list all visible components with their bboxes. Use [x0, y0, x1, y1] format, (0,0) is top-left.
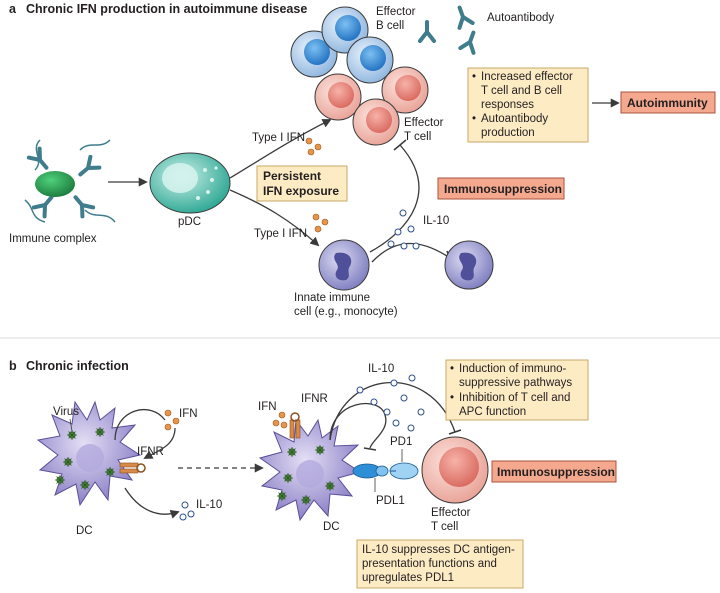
ifnr-left-label: IFNR [137, 446, 164, 458]
autoimmunity-label: Autoimmunity [627, 96, 708, 110]
effector-b-cells-icon [290, 6, 394, 84]
il10-inhibit-monocyte-line [371, 242, 451, 263]
autoimmunity-box: Autoimmunity [620, 91, 716, 114]
panel-a-letter: a [9, 2, 17, 16]
immunosuppression-label-a: Immunosuppression [444, 182, 562, 196]
monocyte-icon [318, 239, 370, 291]
arrow-pdc-to-effector [229, 119, 332, 179]
bullet-a2-line2: production [481, 127, 535, 139]
type1-ifn-upper-label: Type I IFN [252, 132, 305, 144]
suppressed-monocyte-icon [444, 240, 494, 290]
dc-left-label: DC [76, 525, 93, 537]
effector-b-line2: B cell [376, 20, 404, 32]
il10-dots-left [179, 501, 195, 521]
il10-left-label: IL-10 [196, 499, 222, 511]
bullet-a1-line2: T cell and B cell [481, 85, 562, 97]
persistent-ifn-line2: IFN exposure [263, 184, 339, 198]
dc-right-icon [258, 418, 362, 522]
il10-loop-to-dc-bar [363, 447, 377, 451]
pdc-cell-icon [149, 152, 231, 214]
note-line3: upregulates PDL1 [362, 572, 454, 584]
innate-line1: Innate immune [294, 292, 370, 304]
il10-inhibit-t-cell-line [369, 144, 420, 253]
innate-line2: cell (e.g., monocyte) [294, 306, 398, 318]
il10-label-a: IL-10 [423, 215, 449, 227]
effector-t-cell-b-icon [421, 436, 489, 504]
pdl1-label: PDL1 [376, 495, 405, 507]
ifn-right-label: IFN [258, 401, 277, 413]
note-line1: IL-10 suppresses DC antigen- [362, 544, 515, 556]
panel-a-outcomes-box: • Increased effector T cell and B cell r… [467, 67, 589, 143]
effector-t-b-line1: Effector [431, 507, 471, 519]
panel-b-note-box: IL-10 suppresses DC antigen- presentatio… [356, 539, 524, 589]
ifn-dots-right [272, 411, 288, 429]
bullet-b2-mark: • [450, 392, 454, 404]
type1-ifn-lower-label: Type I IFN [254, 228, 307, 240]
bullet-b1-mark: • [450, 363, 454, 375]
panel-a-title: Chronic IFN production in autoimmune dis… [26, 2, 307, 16]
bullet-a1-mark: • [472, 71, 476, 83]
immune-complex-icon [24, 139, 116, 223]
ifn-feedback-return-left [143, 427, 176, 459]
il10-arrow-left [124, 487, 180, 519]
effector-b-line1: Effector [376, 6, 416, 18]
il10-dots-right [356, 374, 425, 432]
dc-left-icon [36, 400, 142, 507]
il10-loop-to-t-cell [329, 382, 456, 441]
ifnr-right-icon [289, 412, 301, 439]
bullet-b1-line2: suppressive pathways [459, 377, 572, 389]
bullet-a2-line1: Autoantibody [481, 113, 548, 125]
ifn-left-label: IFN [179, 408, 198, 420]
panel-b-title: Chronic infection [26, 359, 129, 373]
arrow-pdc-to-innate [229, 189, 320, 247]
ifn-dots-upper [305, 137, 322, 156]
pd1-label: PD1 [390, 436, 412, 448]
il10-loop-to-t-cell-bar [448, 429, 462, 435]
immunosuppression-label-b: Immunosuppression [497, 465, 615, 479]
immune-complex-label: Immune complex [9, 233, 97, 245]
il10-top-label: IL-10 [368, 363, 394, 375]
ifnr-left-icon [119, 462, 146, 474]
ifnr-right-label: IFNR [301, 393, 328, 405]
bullet-b2-line1: Inhibition of T cell and [459, 392, 570, 404]
effector-t-line2: T cell [404, 131, 431, 143]
pdl1-pd1-interaction-icon [352, 462, 419, 480]
autoantibody-label: Autoantibody [487, 12, 554, 24]
effector-t-line1: Effector [404, 117, 444, 129]
persistent-ifn-box: Persistent IFN exposure [256, 165, 348, 202]
effector-t-b-line2: T cell [431, 521, 458, 533]
pdc-label: pDC [178, 216, 201, 228]
immunosuppression-box-a: Immunosuppression [437, 177, 565, 200]
dc-right-label: DC [323, 521, 340, 533]
virus-pointer [69, 418, 73, 432]
bullet-a2-mark: • [472, 113, 476, 125]
bullet-b2-line2: APC function [459, 406, 526, 418]
il10-dots-a [387, 209, 420, 250]
effector-t-cells-icon [314, 66, 429, 146]
autoantibody-icons [418, 3, 482, 55]
immunosuppression-box-b: Immunosuppression [491, 460, 617, 483]
ifn-dots-left [164, 409, 180, 431]
bullet-a1-line1: Increased effector [481, 71, 573, 83]
note-line2: presentation functions and [362, 558, 497, 570]
virus-label-b: Virus [53, 406, 79, 418]
il10-inhibit-t-cell-bar [393, 139, 407, 151]
bullet-b1-line1: Induction of immuno- [459, 363, 567, 375]
panel-b-outcomes-box: • Induction of immuno- suppressive pathw… [445, 359, 589, 421]
panel-b-letter: b [9, 359, 17, 373]
ifn-dots-lower [312, 213, 329, 233]
bullet-a1-line3: responses [481, 99, 534, 111]
ifn-feedback-arrow-left [114, 409, 166, 441]
persistent-ifn-line1: Persistent [263, 169, 321, 183]
